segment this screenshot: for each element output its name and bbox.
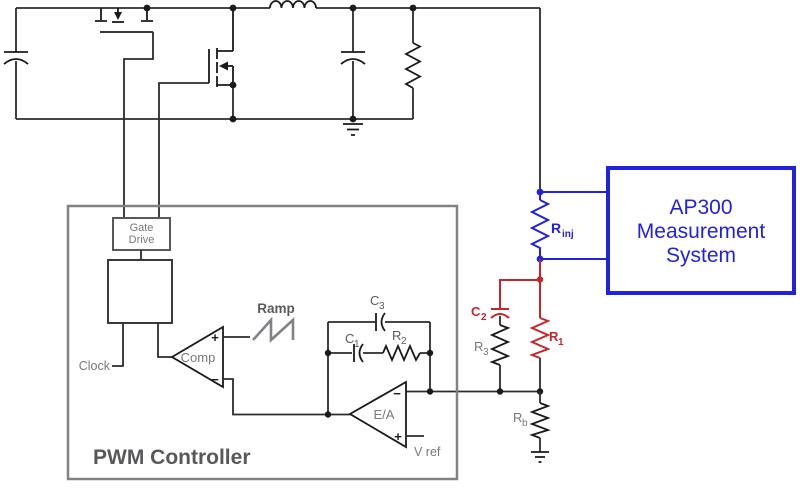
c2-branch-wire	[499, 279, 540, 309]
comp-triangle	[170, 325, 224, 389]
low-side-gate-lead	[158, 82, 209, 218]
c2-label: C	[471, 304, 481, 319]
gate-drive-box	[112, 217, 171, 251]
junction-dot	[143, 4, 151, 12]
r3-label-sub: 3	[483, 347, 489, 358]
r3-label: R	[474, 339, 483, 354]
c1-capacitor	[353, 343, 364, 363]
c3-capacitor	[375, 312, 386, 332]
power-stage-junctions	[143, 4, 417, 123]
c3-label-sub: 3	[379, 301, 385, 312]
ea-output-to-comp-wire	[223, 378, 350, 416]
high-side-gate-lead	[123, 32, 154, 218]
c1-label-sub: 1	[354, 339, 360, 350]
ap300-box	[606, 166, 796, 295]
clock-label: Clock	[79, 359, 111, 373]
rinj-label-sub: inj	[562, 229, 574, 240]
junction-dot	[229, 4, 237, 12]
clock-wire	[112, 323, 124, 367]
ap300-measurement-system: AP300 Measurement System	[606, 166, 796, 295]
ap300-line2: Measurement	[637, 220, 766, 243]
rinj-resistor	[529, 199, 551, 259]
c3-label: C	[370, 293, 379, 308]
pwm-controller-title: PWM Controller	[93, 446, 251, 469]
load-resistor	[404, 8, 422, 119]
compensation-network: C 3 C 1 R 2	[324, 293, 434, 418]
comp-output-wire	[157, 323, 172, 358]
junction-dot	[229, 81, 237, 89]
rb-ground-symbol	[531, 451, 549, 463]
r1-label: R	[549, 329, 559, 344]
junction-dot	[349, 115, 357, 123]
r3-resistor	[489, 324, 511, 366]
ap300-line1: AP300	[669, 196, 732, 219]
rb-label-sub: b	[522, 418, 528, 429]
pwm-controller: PWM Controller Gate Drive Clock Comp + −…	[66, 204, 459, 481]
input-capacitor	[3, 8, 29, 119]
feedback-divider: C 2 R 1 R 3 R b	[406, 259, 564, 463]
junction-dot	[349, 4, 357, 12]
gate-drive-line2: Drive	[129, 234, 155, 246]
c2-label-sub: 2	[481, 312, 487, 323]
junction-dot	[324, 411, 332, 418]
ea-plus-sign: +	[394, 429, 402, 444]
comp-plus-sign: +	[211, 330, 219, 345]
error-amplifier-opamp: E/A − +	[348, 380, 407, 449]
drain-lead	[217, 8, 234, 52]
ramp-label: Ramp	[257, 301, 295, 316]
junction-dot	[536, 188, 544, 196]
r2-resistor	[382, 343, 421, 363]
pwm-latch-box	[107, 259, 173, 324]
low-side-mosfet	[158, 8, 234, 218]
rb-resistor	[529, 402, 551, 439]
output-capacitor	[340, 8, 366, 119]
junction-dot	[409, 4, 417, 12]
junction-dot	[496, 388, 504, 395]
injection-network: R inj	[529, 188, 608, 263]
ea-triangle	[348, 380, 407, 449]
mosfet-body-arrow	[219, 61, 228, 71]
junction-dot	[426, 388, 434, 395]
r2-label: R	[392, 328, 401, 343]
high-side-mosfet	[95, 8, 154, 218]
ea-minus-sign: −	[393, 386, 401, 401]
r1-resistor	[529, 317, 551, 359]
power-stage	[3, 0, 541, 218]
comp-minus-sign: −	[211, 372, 219, 387]
junction-dot	[229, 115, 237, 123]
ramp-waveform-icon	[252, 316, 295, 343]
ea-label: E/A	[374, 407, 395, 422]
ap300-line3: System	[666, 244, 736, 267]
rinj-label: R	[551, 220, 561, 236]
comp-label: Comp	[181, 350, 216, 365]
power-ground-symbol	[343, 123, 363, 136]
r2-label-sub: 2	[401, 336, 407, 347]
gate-drive-line1: Gate	[130, 222, 154, 234]
c2-capacitor	[490, 308, 510, 319]
pwm-controller-box	[66, 204, 459, 481]
rb-label: R	[513, 410, 522, 425]
output-inductor	[269, 0, 317, 9]
vref-label: V ref	[414, 445, 441, 459]
comparator-opamp: Comp + −	[170, 325, 224, 389]
junction-dot	[324, 349, 332, 357]
mosfet-body-arrow	[114, 12, 122, 20]
r1-label-sub: 1	[558, 337, 564, 348]
junction-dot	[426, 349, 434, 357]
c1-label: C	[345, 331, 354, 346]
junction-dot	[536, 276, 544, 283]
